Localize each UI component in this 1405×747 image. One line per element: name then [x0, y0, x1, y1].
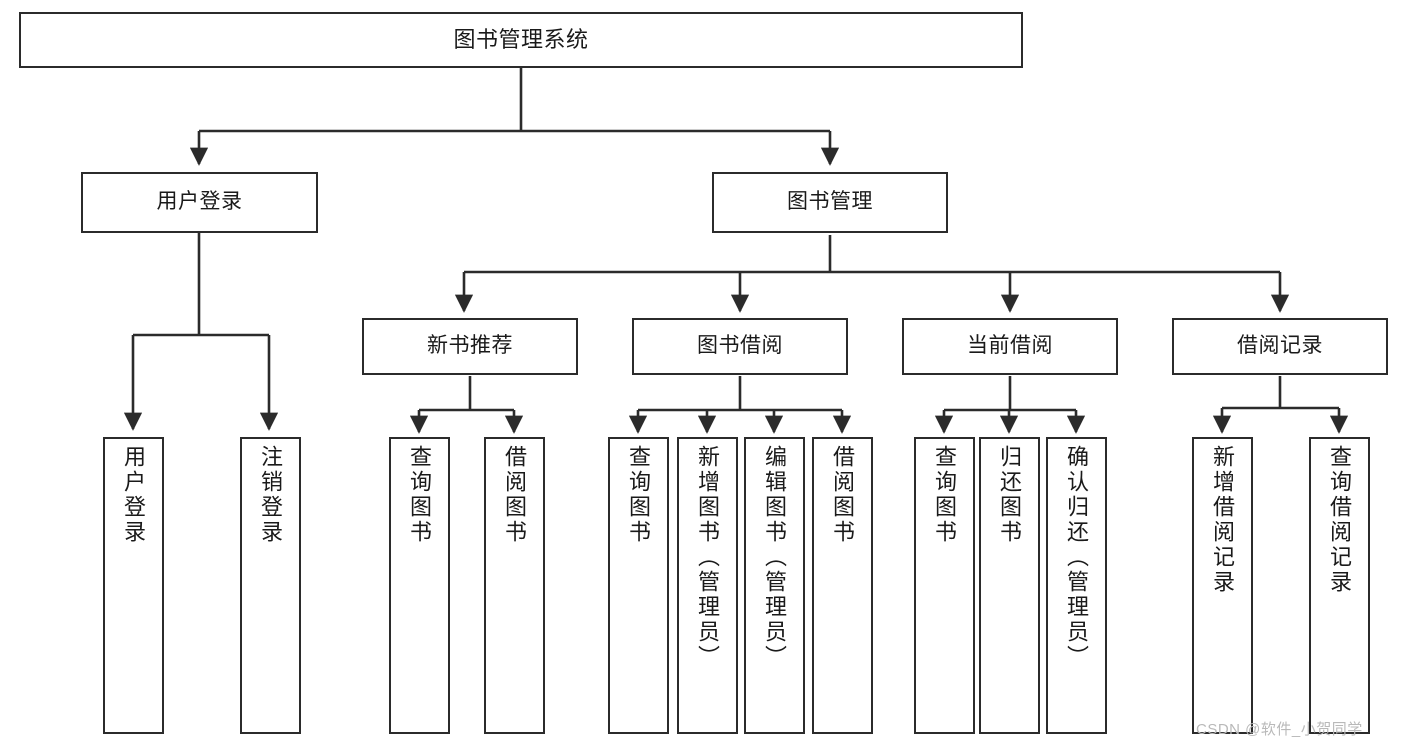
node-book-borrow[interactable]: 图书借阅 — [632, 318, 848, 375]
leaf-bb-edit-book[interactable]: 编辑图书（管理员） — [744, 437, 805, 734]
node-label: 查询图书 — [932, 445, 958, 545]
csdn-watermark: CSDN @软件_小贺同学 — [1196, 721, 1363, 738]
node-label: 图书管理 — [787, 190, 873, 214]
node-label: 当前借阅 — [967, 334, 1053, 358]
node-root-system[interactable]: 图书管理系统 — [19, 12, 1023, 68]
node-label: 借阅图书 — [502, 445, 528, 545]
leaf-cb-confirm-return[interactable]: 确认归还（管理员） — [1046, 437, 1107, 734]
node-user-login[interactable]: 用户登录 — [81, 172, 318, 233]
node-label: 图书管理系统 — [453, 27, 589, 53]
node-label: 新增图书（管理员） — [695, 445, 721, 670]
leaf-bb-borrow-book[interactable]: 借阅图书 — [812, 437, 873, 734]
leaf-nb-query-book[interactable]: 查询图书 — [389, 437, 450, 734]
node-label: 新增借阅记录 — [1210, 445, 1236, 595]
leaf-nb-borrow-book[interactable]: 借阅图书 — [484, 437, 545, 734]
node-label: 注销登录 — [258, 445, 284, 545]
leaf-bb-query-book[interactable]: 查询图书 — [608, 437, 669, 734]
leaf-user-login[interactable]: 用户登录 — [103, 437, 164, 734]
node-label: 编辑图书（管理员） — [762, 445, 788, 670]
node-label: 查询借阅记录 — [1327, 445, 1353, 595]
leaf-br-query-record[interactable]: 查询借阅记录 — [1309, 437, 1370, 734]
node-borrow-record[interactable]: 借阅记录 — [1172, 318, 1388, 375]
node-label: 新书推荐 — [427, 334, 513, 358]
node-label: 借阅记录 — [1237, 334, 1323, 358]
node-label: 用户登录 — [156, 190, 243, 214]
node-label: 图书借阅 — [697, 334, 783, 358]
node-label: 查询图书 — [407, 445, 433, 545]
leaf-bb-add-book[interactable]: 新增图书（管理员） — [677, 437, 738, 734]
node-label: 借阅图书 — [830, 445, 856, 545]
leaf-cb-query-book[interactable]: 查询图书 — [914, 437, 975, 734]
node-label: 归还图书 — [997, 445, 1023, 545]
node-label: 用户登录 — [121, 445, 147, 545]
node-new-book-recommend[interactable]: 新书推荐 — [362, 318, 578, 375]
node-current-borrow[interactable]: 当前借阅 — [902, 318, 1118, 375]
node-label: 确认归还（管理员） — [1064, 445, 1090, 670]
leaf-br-add-record[interactable]: 新增借阅记录 — [1192, 437, 1253, 734]
leaf-cb-return-book[interactable]: 归还图书 — [979, 437, 1040, 734]
node-book-manage[interactable]: 图书管理 — [712, 172, 948, 233]
node-label: 查询图书 — [626, 445, 652, 545]
leaf-logout[interactable]: 注销登录 — [240, 437, 301, 734]
